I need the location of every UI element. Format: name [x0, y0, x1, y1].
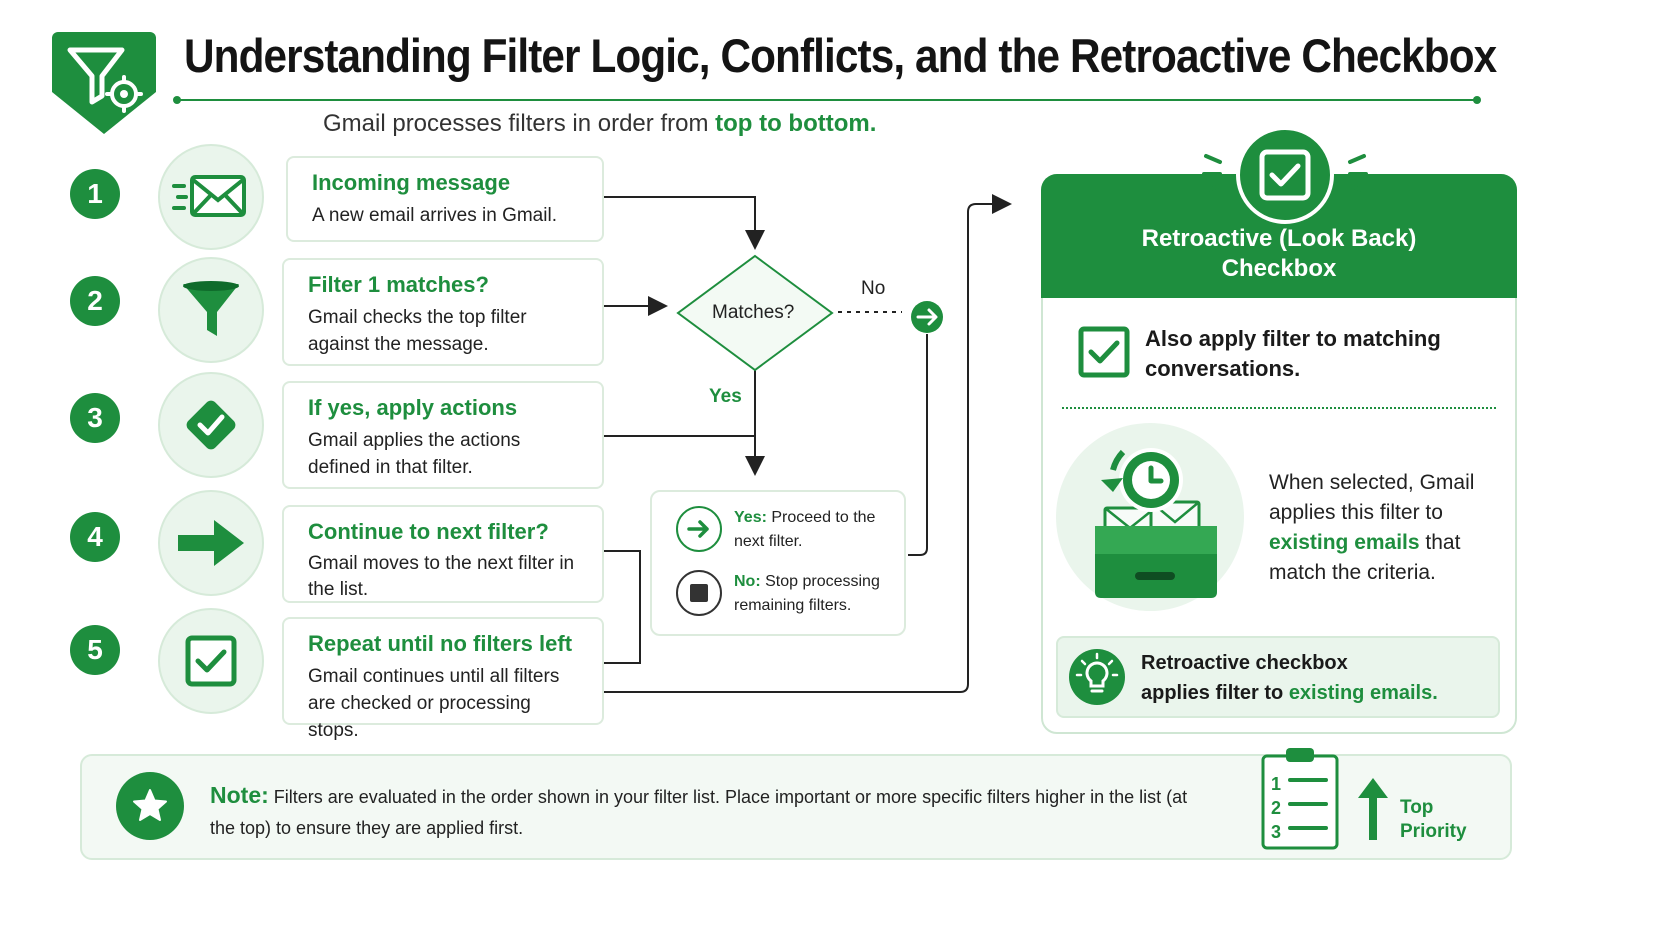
step-4-icon-circle: [158, 490, 264, 596]
step-5-icon-circle: [158, 608, 264, 714]
when-prefix: When selected, Gmail applies this filter…: [1269, 471, 1475, 524]
step-1-desc: A new email arrives in Gmail.: [312, 205, 557, 226]
lightbulb-icon: [1069, 649, 1125, 705]
step-4-title: Continue to next filter?: [308, 519, 549, 544]
checkbox-icon: [185, 635, 237, 687]
step-1-card: Incoming message A new email arrives in …: [286, 156, 604, 242]
step-2-title: Filter 1 matches?: [308, 272, 489, 297]
outcome-no-text: No: Stop processing remaining filters.: [734, 570, 894, 618]
arrow-right-icon: [178, 520, 244, 566]
archive-clock-icon: [1056, 423, 1244, 611]
step-5-desc: Gmail continues until all filters are ch…: [308, 666, 560, 741]
retroactive-title-line1: Retroactive (Look Back): [1141, 225, 1417, 252]
badge-rays: [1202, 154, 1368, 192]
step-3-desc: Gmail applies the actions defined in tha…: [308, 430, 521, 478]
outcome-no-desc: Stop processing remaining filters.: [734, 573, 880, 614]
summary-prefix: applies filter to: [1141, 682, 1289, 704]
retroactive-header: Retroactive (Look Back) Checkbox: [1041, 174, 1517, 298]
star-icon: [116, 772, 184, 840]
step-1-icon-circle: [158, 144, 264, 250]
outcome-yes-label: Yes:: [734, 509, 767, 526]
dotted-divider: [1062, 407, 1496, 409]
retroactive-summary: [1056, 636, 1500, 718]
note-label: Note:: [210, 782, 269, 808]
retroactive-title-line2: Checkbox: [1221, 255, 1337, 282]
note-body: Filters are evaluated in the order shown…: [210, 787, 1188, 838]
outcome-yes-desc: Proceed to the next filter.: [734, 509, 876, 550]
decision-label: Matches?: [712, 302, 795, 323]
summary-text: Retroactive checkbox applies filter to e…: [1141, 648, 1438, 708]
step-4-number: 4: [70, 512, 120, 562]
stop-icon: [676, 570, 722, 616]
priority-line1: Top: [1400, 797, 1434, 818]
checkbox-icon: [1259, 149, 1311, 201]
outcome-box: Yes: Proceed to the next filter. No: Sto…: [650, 490, 906, 636]
outcome-yes-text: Yes: Proceed to the next filter.: [734, 506, 884, 554]
decision-no-label: No: [861, 278, 886, 299]
apply-line2: conversations.: [1145, 356, 1301, 381]
step-3-card: If yes, apply actions Gmail applies the …: [282, 381, 604, 489]
when-suffix: that match the criteria.: [1269, 531, 1461, 584]
priority-line2: Priority: [1400, 821, 1467, 842]
step-4-card: Continue to next filter? Gmail moves to …: [282, 505, 604, 603]
subtitle: Gmail processes filters in order from to…: [323, 110, 876, 138]
decision-diamond: [676, 254, 834, 372]
arrow-up-icon: [1358, 778, 1388, 840]
list-number-1: 1: [1271, 774, 1282, 794]
outcome-no: No: Stop processing remaining filters.: [676, 570, 894, 618]
when-emphasis: existing emails: [1269, 531, 1420, 554]
step-2-desc: Gmail checks the top filter against the …: [308, 307, 527, 355]
subtitle-emphasis: top to bottom.: [715, 110, 877, 137]
step-3-title: If yes, apply actions: [308, 395, 518, 420]
page-title: Understanding Filter Logic, Conflicts, a…: [184, 29, 1497, 82]
step-5-card: Repeat until no filters left Gmail conti…: [282, 617, 604, 741]
step-2-number: 2: [70, 276, 120, 326]
note-text: Note: Filters are evaluated in the order…: [210, 780, 1210, 844]
apply-checkbox-label: Also apply filter to matching conversati…: [1145, 324, 1441, 384]
step-1-number: 1: [70, 169, 120, 219]
step-2-icon-circle: [158, 257, 264, 363]
summary-line1: Retroactive checkbox: [1141, 652, 1348, 674]
decision-yes-label: Yes: [709, 386, 742, 407]
apply-line1: Also apply filter to matching: [1145, 326, 1441, 351]
apply-checkbox-icon[interactable]: [1078, 326, 1130, 378]
check-diamond-icon: [186, 400, 236, 450]
step-5-title: Repeat until no filters left: [308, 631, 573, 656]
envelope-icon: [172, 175, 246, 217]
summary-line2: applies filter to existing emails.: [1141, 678, 1438, 708]
title-divider: [173, 96, 1481, 104]
list-number-3: 3: [1271, 822, 1282, 842]
clipboard-list-icon: [1261, 748, 1339, 850]
proceed-arrow-icon: [676, 506, 722, 552]
subtitle-prefix: Gmail processes filters in order from: [323, 110, 716, 137]
summary-emphasis: existing emails.: [1288, 682, 1438, 704]
filter-icon: [183, 281, 239, 336]
step-3-icon-circle: [158, 372, 264, 478]
step-5-number: 5: [70, 625, 120, 675]
when-selected-text: When selected, Gmail applies this filter…: [1269, 468, 1489, 588]
outcome-yes: Yes: Proceed to the next filter.: [676, 506, 884, 554]
list-number-2: 2: [1271, 798, 1282, 818]
step-4-desc: Gmail moves to the next filter in the li…: [308, 553, 575, 600]
step-2-card: Filter 1 matches? Gmail checks the top f…: [282, 258, 604, 366]
step-3-number: 3: [70, 393, 120, 443]
top-priority-label: Top Priority: [1400, 796, 1467, 844]
filter-settings-logo-icon: [52, 32, 156, 134]
priority-list-numbers: 1 2 3: [1271, 772, 1281, 844]
step-1-title: Incoming message: [312, 170, 511, 195]
outcome-no-label: No:: [734, 573, 761, 590]
retroactive-badge: [1236, 126, 1334, 224]
